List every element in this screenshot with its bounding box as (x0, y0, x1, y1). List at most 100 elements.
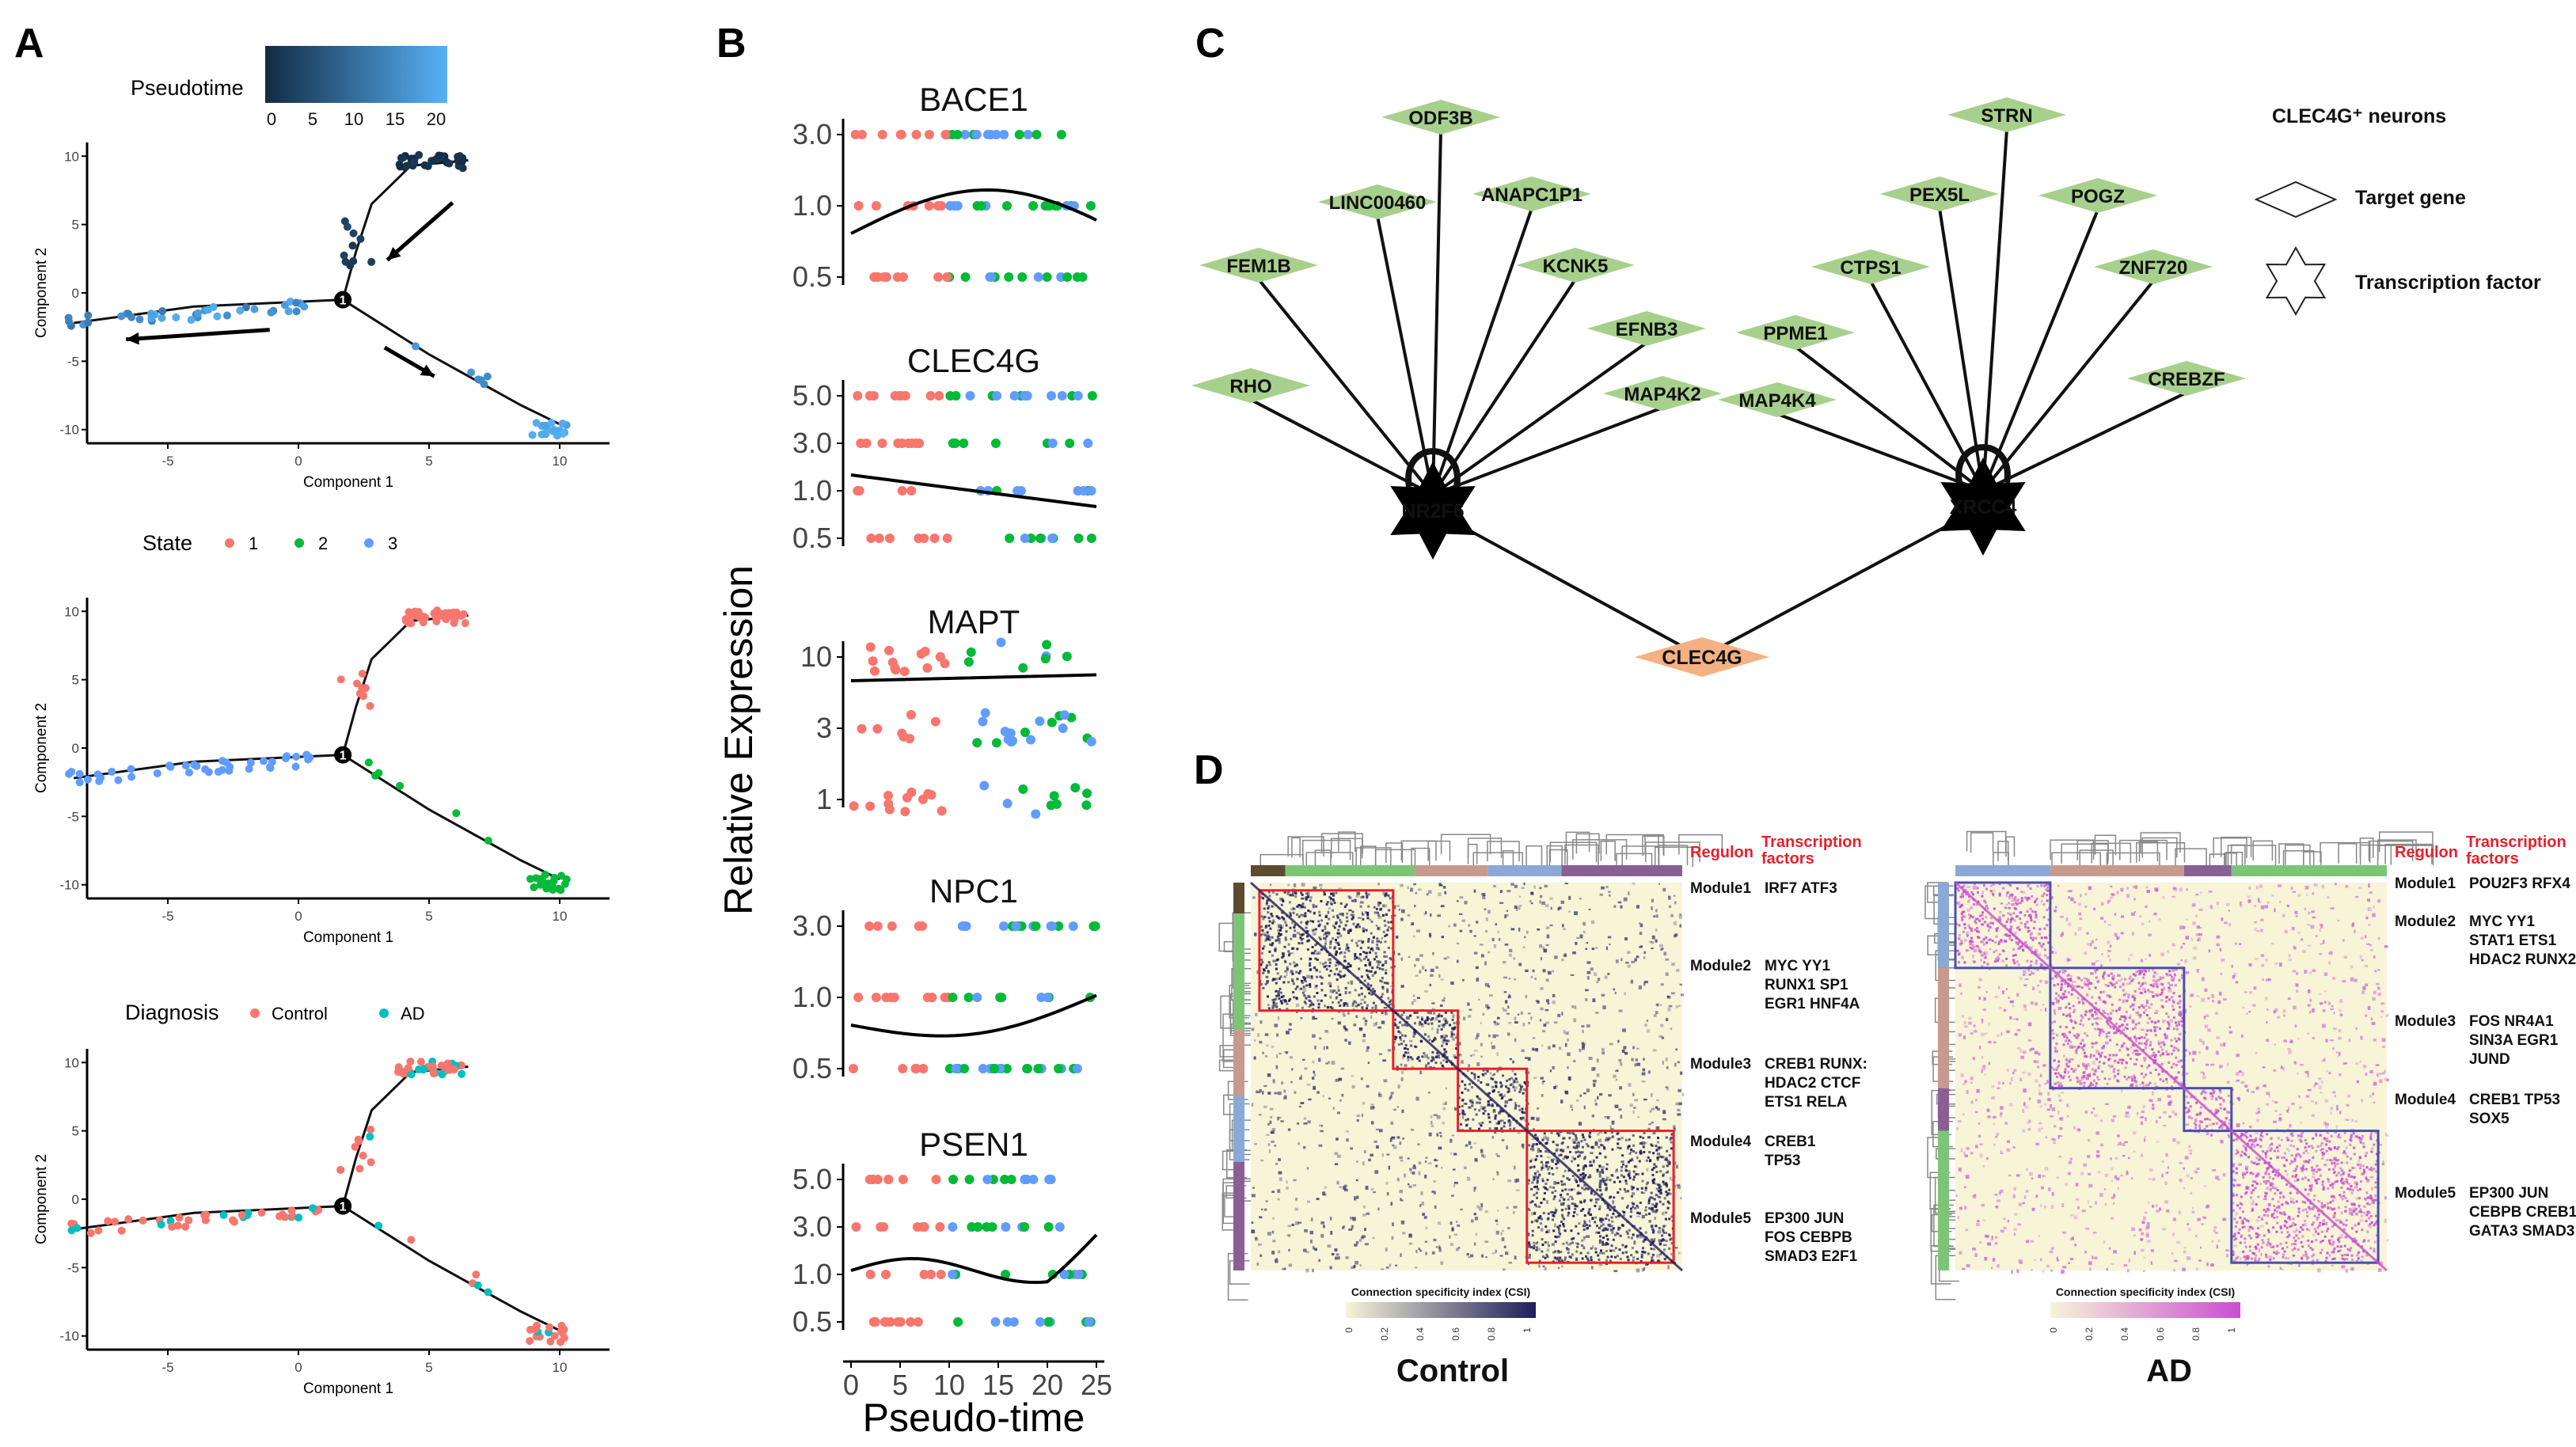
heatmap-cell (1521, 1107, 1524, 1111)
heatmap-cell (2236, 1123, 2240, 1128)
expression-point (951, 391, 961, 401)
heatmap-cell (1554, 1250, 1557, 1253)
heatmap-cell (2000, 902, 2004, 905)
target-gene-label: STRN (1981, 105, 2032, 127)
heatmap-cell (1619, 1234, 1622, 1237)
module-box (1457, 1067, 1529, 1133)
heatmap-cell (1460, 1208, 1463, 1211)
heatmap-cell (1313, 929, 1316, 932)
heatmap-cell (1436, 1134, 1439, 1137)
heatmap-cell (1654, 1217, 1656, 1221)
cell-point (415, 150, 424, 159)
heatmap-cell (1463, 1016, 1466, 1021)
target-gene-label: ZNF720 (2119, 257, 2188, 279)
heatmap-cell (2180, 959, 2183, 962)
heatmap-cell (1415, 1096, 1419, 1101)
heatmap-cell (1320, 948, 1324, 951)
heatmap-cell (1577, 1232, 1580, 1235)
heatmap-cell (2251, 1201, 2255, 1206)
heatmap-cell (1651, 1238, 1654, 1241)
heatmap-cell (2377, 936, 2380, 940)
heatmap-cell (1419, 1020, 1422, 1024)
y-axis-title: Component 2 (33, 1154, 50, 1244)
heatmap-cell (1575, 1213, 1579, 1216)
heatmap-cell (1656, 1003, 1659, 1007)
transcription-factor-legend-label: Transcription factor (2355, 272, 2541, 294)
heatmap-cell (1294, 924, 1297, 927)
heatmap-cell (1957, 1216, 1960, 1219)
heatmap-cell (1496, 1155, 1500, 1157)
heatmap-cell (2362, 1065, 2367, 1069)
heatmap-cell (1610, 1255, 1613, 1259)
heatmap-cell (1395, 1264, 1398, 1267)
heatmap-cell (1267, 911, 1270, 914)
heatmap-cell (1670, 1133, 1674, 1136)
heatmap-cell (1553, 1180, 1556, 1185)
heatmap-cell (1439, 1062, 1442, 1065)
heatmap-cell (1323, 891, 1326, 894)
heatmap-cell (1620, 958, 1623, 962)
heatmap-cell (2104, 1173, 2109, 1178)
heatmap-cell (1309, 962, 1312, 965)
expression-point (870, 1317, 880, 1327)
heatmap-cell (1531, 1229, 1534, 1232)
heatmap-cell (2360, 936, 2364, 940)
heatmap-cell (1491, 1085, 1495, 1088)
heatmap-cell (1402, 1039, 1405, 1043)
heatmap-cell (1557, 1226, 1560, 1229)
heatmap-cell (1518, 1090, 1522, 1093)
heatmap-cell (1665, 1191, 1668, 1194)
heatmap-cell (2271, 1099, 2274, 1103)
heatmap-cell (1532, 1047, 1535, 1051)
heatmap-cell (1386, 1153, 1390, 1156)
column-dendrogram (1338, 831, 1356, 853)
heatmap-cell (1991, 1096, 1995, 1099)
heatmap-cell (2104, 1202, 2107, 1206)
heatmap-cell (1332, 1107, 1335, 1110)
heatmap-cell (1388, 909, 1391, 912)
heatmap-cell (2216, 1036, 2221, 1039)
heatmap-cell (1574, 911, 1578, 916)
column-dendrogram (2213, 837, 2247, 858)
heatmap-cell (1412, 1035, 1415, 1038)
heatmap-cell (2293, 1179, 2298, 1182)
heatmap-cell (1294, 987, 1297, 990)
heatmap-cell (1379, 908, 1382, 911)
heatmap-cell (1324, 925, 1327, 929)
module-tfs: TP53 (1765, 1153, 1800, 1169)
module-color-bar (1561, 865, 1682, 876)
cell-point (550, 873, 559, 882)
heatmap-cell (1438, 892, 1442, 897)
heatmap-cell (1393, 1035, 1396, 1039)
heatmap-cell (1464, 901, 1468, 905)
heatmap-cell (2360, 1035, 2363, 1040)
heatmap-cell (1499, 902, 1504, 904)
heatmap-cell (1606, 1243, 1609, 1246)
heatmap-cell (1615, 1232, 1618, 1235)
heatmap-cell (1451, 1194, 1454, 1197)
heatmap-cell (1407, 1051, 1410, 1054)
cell-point (394, 1063, 403, 1072)
heatmap-cell (1666, 1066, 1669, 1069)
heatmap-cell (2044, 1206, 2046, 1209)
panel-a-letter: A (14, 21, 44, 66)
heatmap-cell (1504, 914, 1506, 919)
y-tick-label: -10 (59, 423, 79, 438)
heatmap-cell (1555, 1148, 1559, 1151)
heatmap-cell (1364, 1228, 1366, 1232)
target-gene-node (1947, 97, 2066, 132)
heatmap-cell (1636, 905, 1640, 909)
heatmap-cell (1523, 883, 1525, 886)
heatmap-cell (1641, 1072, 1646, 1076)
heatmap-cell (1334, 1078, 1338, 1083)
heatmap-cell (1582, 1200, 1586, 1203)
heatmap-cell (2271, 894, 2274, 897)
heatmap-cell (1343, 1014, 1346, 1017)
heatmap-cell (2274, 1110, 2278, 1112)
heatmap-cell (1508, 978, 1511, 980)
heatmap-cell (1450, 1031, 1453, 1034)
heatmap-cell (1349, 929, 1352, 932)
expression-point (971, 130, 982, 139)
